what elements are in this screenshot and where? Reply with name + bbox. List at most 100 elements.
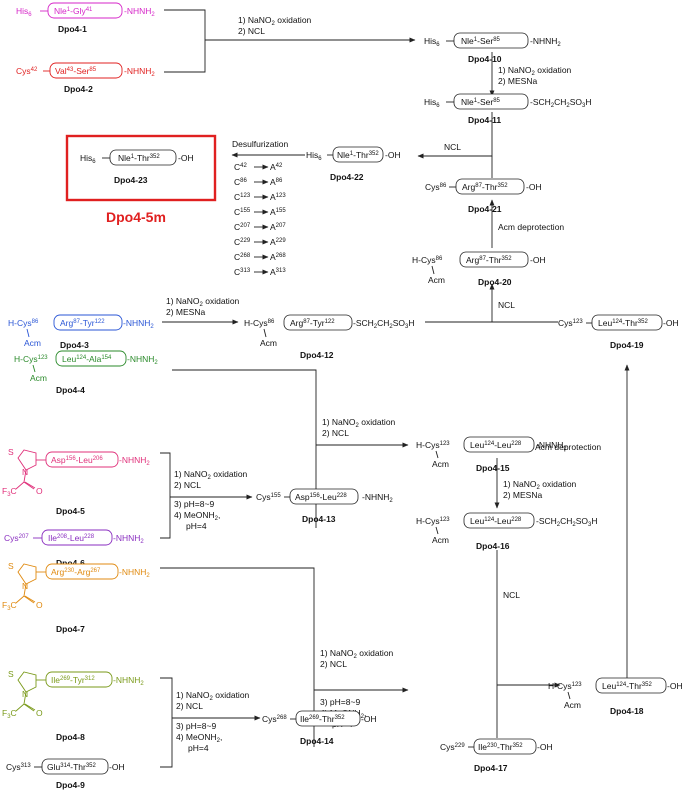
fragment-dpo4-17: Cys229 Ile230-Thr352 -OH Dpo4-17: [440, 738, 553, 773]
svg-text:Dpo4-19: Dpo4-19: [610, 340, 644, 350]
svg-text:Dpo4-11: Dpo4-11: [468, 115, 501, 125]
svg-text:Dpo4-16: Dpo4-16: [476, 541, 510, 551]
svg-text:3) pH=8~9: 3) pH=8~9: [174, 499, 214, 509]
svg-text:-NHNH2: -NHNH2: [123, 318, 154, 330]
svg-text:Dpo4-6: Dpo4-6: [56, 558, 85, 568]
svg-text:-NHNH2: -NHNH2: [124, 6, 155, 18]
svg-text:C42: C42: [234, 162, 247, 172]
svg-text:His6: His6: [424, 36, 440, 48]
conditions-d13: 1) NaNO2 oxidation 2) NCL 3) pH=8~9 4) M…: [174, 469, 248, 531]
fragment-dpo4-8: S N O F3C Ile269-Tyr312 -NHNH2 Dpo4-8: [2, 669, 144, 742]
svg-text:H-Cys123: H-Cys123: [548, 681, 582, 691]
fragment-dpo4-5: S N O F3C Asp156-Leu206 -NHNH2 Dpo4-5: [2, 447, 150, 516]
svg-text:1) NaNO2 oxidation: 1) NaNO2 oxidation: [176, 690, 250, 702]
svg-text:O: O: [36, 600, 43, 610]
fragment-dpo4-7: S N O F3C Arg230-Arg267 -NHNH2 Dpo4-7: [2, 561, 150, 634]
svg-text:Leu124-Thr352: Leu124-Thr352: [598, 318, 648, 328]
svg-text:Dpo4-9: Dpo4-9: [56, 780, 85, 790]
svg-text:Cys268: Cys268: [262, 714, 287, 724]
svg-text:2) NCL: 2) NCL: [238, 26, 265, 36]
svg-text:Dpo4-14: Dpo4-14: [300, 736, 334, 746]
svg-text:3) pH=8~9: 3) pH=8~9: [176, 721, 216, 731]
svg-text:Leu124-Thr352: Leu124-Thr352: [602, 681, 652, 691]
svg-text:Arg87-Thr352: Arg87-Thr352: [462, 182, 508, 192]
svg-text:-NHNH2: -NHNH2: [362, 492, 393, 504]
fragment-dpo4-11: His6 Nle1-Ser85 -SCH2CH2SO3H Dpo4-11: [424, 93, 592, 125]
svg-text:Acm: Acm: [24, 338, 41, 348]
svg-text:Val43-Ser85: Val43-Ser85: [55, 66, 97, 76]
svg-text:Dpo4-13: Dpo4-13: [302, 514, 336, 524]
svg-text:3) pH=8~9: 3) pH=8~9: [320, 697, 360, 707]
svg-text:-OH: -OH: [178, 153, 194, 163]
svg-text:Dpo4-17: Dpo4-17: [474, 763, 508, 773]
svg-text:Acm: Acm: [564, 700, 581, 710]
svg-text:-OH: -OH: [526, 182, 542, 192]
fragment-dpo4-12: H-Cys86 Acm Arg87-Tyr122 -SCH2CH2SO3H Dp…: [244, 314, 415, 360]
fragment-dpo4-19: Cys123 Leu124-Thr352 -OH Dpo4-19: [558, 314, 679, 350]
fragment-dpo4-10: His6 Nle1-Ser85 -NHNH2 Dpo4-10: [424, 32, 561, 64]
svg-text:N: N: [22, 467, 28, 477]
final-product-frame: [65, 134, 217, 202]
svg-text:Glu314-Thr352: Glu314-Thr352: [47, 762, 97, 772]
svg-text:1) NaNO2 oxidation: 1) NaNO2 oxidation: [322, 417, 396, 429]
svg-text:1) NaNO2 oxidation: 1) NaNO2 oxidation: [503, 479, 577, 491]
svg-text:F3C: F3C: [2, 600, 17, 612]
svg-text:Cys313: Cys313: [6, 762, 31, 772]
thiazolidine-ring: [15, 449, 46, 490]
svg-text:C268: C268: [234, 252, 251, 262]
svg-text:Dpo4-4: Dpo4-4: [56, 385, 85, 395]
svg-text:S: S: [8, 447, 14, 457]
svg-text:Ile269-Thr352: Ile269-Thr352: [300, 714, 345, 724]
svg-text:Nle1-Ser85: Nle1-Ser85: [461, 36, 501, 46]
svg-text:Nle1-Thr352: Nle1-Thr352: [337, 150, 379, 160]
svg-text:Nle1-Gly41: Nle1-Gly41: [54, 6, 93, 16]
condition-ncl-d22: NCL: [444, 142, 461, 152]
svg-text:C155: C155: [234, 207, 251, 217]
svg-text:Arg87-Thr352: Arg87-Thr352: [466, 255, 512, 265]
svg-text:Ile230-Thr352: Ile230-Thr352: [478, 742, 523, 752]
svg-text:-OH: -OH: [385, 150, 401, 160]
svg-text:His6: His6: [424, 97, 440, 109]
reaction-arrows: [160, 9, 630, 768]
bracket-d1-d2: [164, 9, 206, 73]
fragment-dpo4-22: His6 Nle1-Thr352 -OH Dpo4-22: [306, 146, 401, 182]
svg-text:Acm: Acm: [30, 373, 47, 383]
fragment-dpo4-3: H-Cys86 Acm Arg87-Tyr122 -NHNH2 Dpo4-3: [8, 314, 154, 350]
svg-text:Acm: Acm: [428, 275, 445, 285]
svg-text:Nle1-Ser85: Nle1-Ser85: [461, 97, 501, 107]
svg-text:pH=4: pH=4: [188, 743, 209, 753]
fragment-dpo4-6: Cys207 Ile208-Leu228 -NHNH2 Dpo4-6: [4, 529, 144, 568]
fragment-dpo4-14: Cys268 Ile269-Thr352 -OH Dpo4-14: [262, 710, 377, 746]
svg-text:H-Cys86: H-Cys86: [8, 318, 39, 328]
svg-text:1) NaNO2 oxidation: 1) NaNO2 oxidation: [238, 15, 312, 27]
svg-text:H-Cys86: H-Cys86: [412, 255, 443, 265]
svg-text:Asp156-Leu206: Asp156-Leu206: [51, 455, 103, 465]
svg-text:S: S: [8, 561, 14, 571]
svg-text:Leu124-Leu228: Leu124-Leu228: [470, 440, 522, 450]
fragment-dpo4-20: H-Cys86 Acm Arg87-Thr352 -OH Dpo4-20: [412, 251, 546, 287]
svg-text:A42: A42: [270, 162, 283, 172]
svg-text:2) NCL: 2) NCL: [322, 428, 349, 438]
conditions-d16: 1) NaNO2 oxidation 2) MESNa: [503, 479, 577, 500]
svg-text:H-Cys123: H-Cys123: [416, 516, 450, 526]
svg-text:1) NaNO2 oxidation: 1) NaNO2 oxidation: [320, 648, 394, 660]
svg-text:-OH: -OH: [361, 714, 377, 724]
svg-text:H-Cys123: H-Cys123: [416, 440, 450, 450]
svg-text:His6: His6: [80, 153, 96, 165]
fragment-dpo4-13: Cys155 Asp156-Leu228 -NHNH2 Dpo4-13: [256, 488, 393, 524]
svg-text:-NHNH2: -NHNH2: [530, 36, 561, 48]
svg-text:F3C: F3C: [2, 486, 17, 498]
svg-text:Leu124-Leu228: Leu124-Leu228: [470, 516, 522, 526]
bracket-d8-d9: [160, 677, 173, 768]
svg-text:Cys86: Cys86: [425, 182, 447, 192]
svg-text:A86: A86: [270, 177, 283, 187]
svg-text:O: O: [36, 486, 43, 496]
svg-text:Cys123: Cys123: [558, 318, 583, 328]
svg-text:-NHNH2: -NHNH2: [124, 66, 155, 78]
svg-text:1) NaNO2 oxidation: 1) NaNO2 oxidation: [174, 469, 248, 481]
